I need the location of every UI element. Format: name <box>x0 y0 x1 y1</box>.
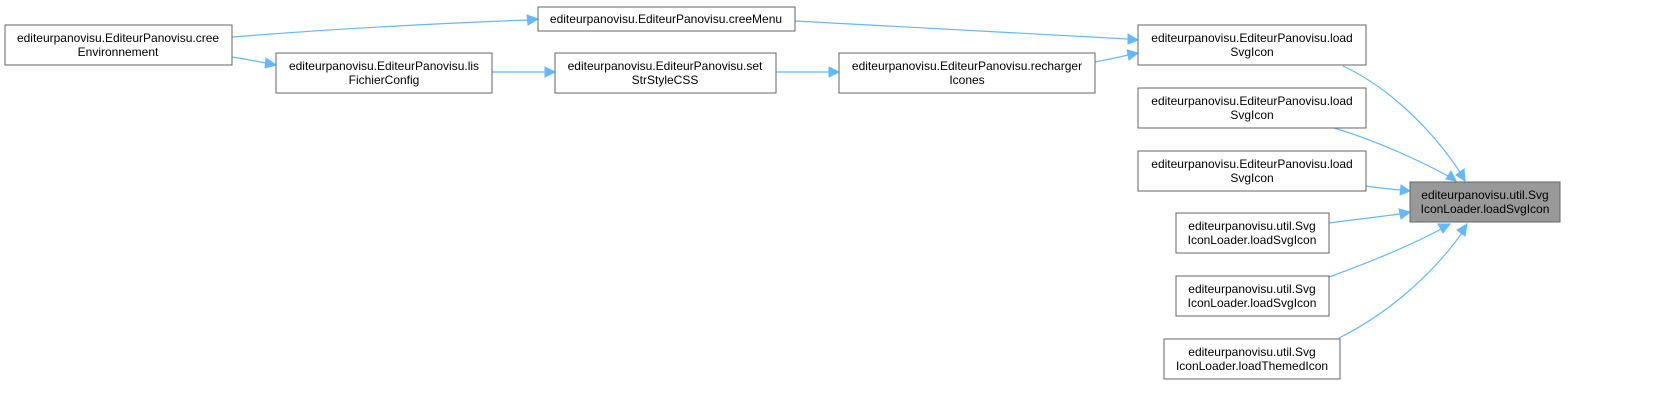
edge-creeenvironnement-to-creemenu-arrowhead <box>526 14 540 26</box>
node-rechargericones[interactable]: editeurpanovisu.EditeurPanovisu.recharge… <box>838 52 1096 94</box>
edge-creeenvironnement-to-creemenu <box>231 19 529 38</box>
edge-creemenu-to-loadsvgicon-1-arrowhead <box>1127 33 1140 45</box>
node-creeenvironnement-line2: Environnement <box>78 45 159 59</box>
node-creemenu-box <box>537 6 796 32</box>
node-creemenu-line1: editeurpanovisu.EditeurPanovisu.creeMenu <box>550 12 782 26</box>
node-setstrstylecss[interactable]: editeurpanovisu.EditeurPanovisu.set StrS… <box>554 52 777 94</box>
edge-loadsvgicon-2-to-focus <box>1330 126 1449 177</box>
edges <box>231 14 1468 339</box>
edge-setstrstylecss-to-rechargericones-arrowhead <box>828 66 841 78</box>
node-loadsvgicon-3-line1: editeurpanovisu.EditeurPanovisu.load <box>1151 157 1352 171</box>
node-util-loadsvgicon-1-line1: editeurpanovisu.util.Svg <box>1188 219 1315 233</box>
edge-util-loadthemedicon-to-focus <box>1338 232 1463 339</box>
node-focus-loadsvgicon-box <box>1409 181 1561 223</box>
edge-util-loadsvgicon-2-to-focus <box>1328 228 1442 278</box>
node-rechargericones-line1: editeurpanovisu.EditeurPanovisu.recharge… <box>852 59 1082 73</box>
edge-loadsvgicon-3-to-focus-arrowhead <box>1399 184 1412 196</box>
node-loadsvgicon-2[interactable]: editeurpanovisu.EditeurPanovisu.load Svg… <box>1137 87 1367 129</box>
node-loadsvgicon-1-line1: editeurpanovisu.EditeurPanovisu.load <box>1151 31 1352 45</box>
edge-util-loadsvgicon-2-to-focus-arrowhead <box>1437 223 1452 234</box>
edge-creeenvironnement-to-lisfichierconfig <box>231 56 267 64</box>
node-util-loadsvgicon-2-line2: IconLoader.loadSvgIcon <box>1188 296 1317 310</box>
edge-creeenvironnement-to-lisfichierconfig-arrowhead <box>264 57 278 69</box>
node-loadsvgicon-2-box <box>1137 87 1367 129</box>
node-util-loadsvgicon-1-box <box>1175 212 1330 254</box>
edge-rechargericones-to-loadsvgicon-1 <box>1094 54 1129 63</box>
node-loadsvgicon-3[interactable]: editeurpanovisu.EditeurPanovisu.load Svg… <box>1137 150 1367 192</box>
node-util-loadthemedicon[interactable]: editeurpanovisu.util.Svg IconLoader.load… <box>1163 338 1341 380</box>
edge-creemenu-to-loadsvgicon-1 <box>794 20 1129 40</box>
node-loadsvgicon-1-line2: SvgIcon <box>1230 45 1273 59</box>
node-setstrstylecss-box <box>554 52 777 94</box>
node-loadsvgicon-2-line2: SvgIcon <box>1230 108 1273 122</box>
node-setstrstylecss-line2: StrStyleCSS <box>632 73 699 87</box>
edge-loadsvgicon-1-to-focus <box>1342 65 1461 173</box>
edge-loadsvgicon-3-to-focus <box>1365 185 1401 191</box>
node-util-loadsvgicon-1-line2: IconLoader.loadSvgIcon <box>1188 233 1317 247</box>
edge-rechargericones-to-loadsvgicon-1-arrowhead <box>1126 49 1140 61</box>
node-loadsvgicon-3-box <box>1137 150 1367 192</box>
node-rechargericones-box <box>838 52 1096 94</box>
node-loadsvgicon-2-line1: editeurpanovisu.EditeurPanovisu.load <box>1151 94 1352 108</box>
edge-util-loadsvgicon-1-to-focus <box>1328 213 1401 224</box>
node-loadsvgicon-1-box <box>1137 24 1367 66</box>
node-util-loadsvgicon-2[interactable]: editeurpanovisu.util.Svg IconLoader.load… <box>1175 275 1330 317</box>
edge-loadsvgicon-1-to-focus-arrowhead <box>1455 168 1466 182</box>
node-lisfichierconfig-line1: editeurpanovisu.EditeurPanovisu.lis <box>289 59 479 73</box>
node-creeenvironnement[interactable]: editeurpanovisu.EditeurPanovisu.cree Env… <box>4 24 233 66</box>
node-loadsvgicon-3-line2: SvgIcon <box>1230 171 1273 185</box>
node-loadsvgicon-1[interactable]: editeurpanovisu.EditeurPanovisu.load Svg… <box>1137 24 1367 66</box>
node-lisfichierconfig[interactable]: editeurpanovisu.EditeurPanovisu.lis Fich… <box>275 52 493 94</box>
node-focus-loadsvgicon[interactable]: editeurpanovisu.util.Svg IconLoader.load… <box>1409 181 1561 223</box>
node-lisfichierconfig-line2: FichierConfig <box>349 73 420 87</box>
node-util-loadthemedicon-line2: IconLoader.loadThemedIcon <box>1176 359 1328 373</box>
node-creeenvironnement-line1: editeurpanovisu.EditeurPanovisu.cree <box>17 31 219 45</box>
node-rechargericones-line2: Icones <box>949 73 984 87</box>
edge-loadsvgicon-2-to-focus-arrowhead <box>1445 169 1457 182</box>
node-focus-loadsvgicon-line1: editeurpanovisu.util.Svg <box>1421 188 1548 202</box>
node-util-loadthemedicon-line1: editeurpanovisu.util.Svg <box>1188 345 1315 359</box>
node-util-loadsvgicon-2-line1: editeurpanovisu.util.Svg <box>1188 282 1315 296</box>
edge-util-loadsvgicon-1-to-focus-arrowhead <box>1398 208 1412 220</box>
node-creemenu[interactable]: editeurpanovisu.EditeurPanovisu.creeMenu <box>537 6 796 32</box>
node-creeenvironnement-box <box>4 24 233 66</box>
node-util-loadsvgicon-1[interactable]: editeurpanovisu.util.Svg IconLoader.load… <box>1175 212 1330 254</box>
edge-lisfichierconfig-to-setstrstylecss-arrowhead <box>544 66 557 78</box>
edge-util-loadthemedicon-to-focus-arrowhead <box>1456 223 1468 237</box>
node-util-loadsvgicon-2-box <box>1175 275 1330 317</box>
node-util-loadthemedicon-box <box>1163 338 1341 380</box>
node-lisfichierconfig-box <box>275 52 493 94</box>
node-setstrstylecss-line1: editeurpanovisu.EditeurPanovisu.set <box>568 59 763 73</box>
node-focus-loadsvgicon-line2: IconLoader.loadSvgIcon <box>1421 202 1550 216</box>
